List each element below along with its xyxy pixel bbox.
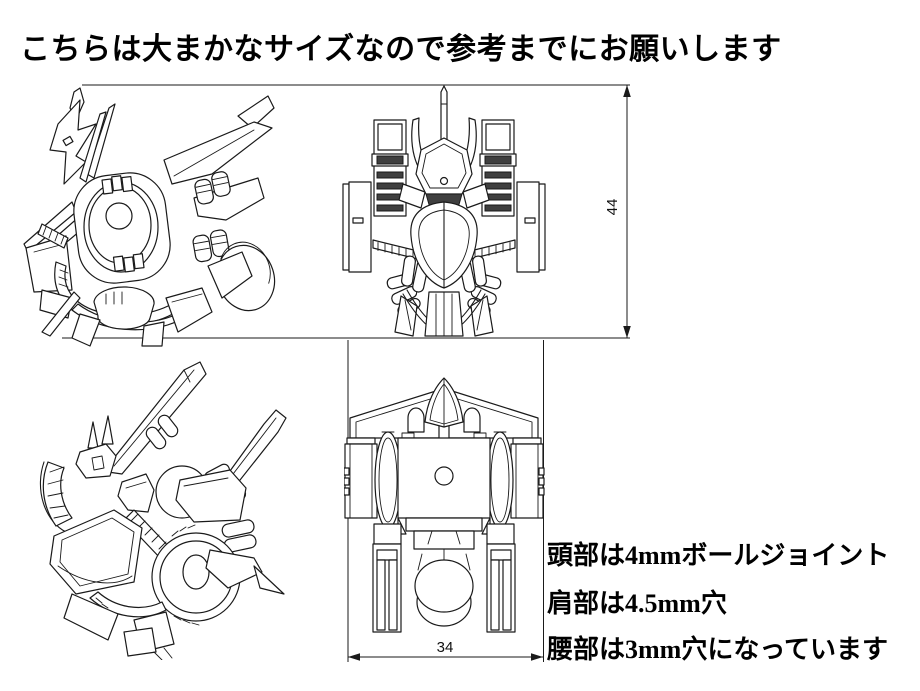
torso-front-view <box>342 85 546 337</box>
note-waist-hole: 腰部は3mm穴になっています <box>547 635 889 664</box>
wing-group <box>163 95 275 221</box>
thruster-pods <box>192 171 231 263</box>
arrow-up-icon <box>623 85 631 97</box>
chest-plate <box>49 509 143 595</box>
cockpit-ring <box>73 172 171 284</box>
bottom-details <box>63 591 175 660</box>
note-shoulder-hole: 肩部は4.5mm穴 <box>547 589 727 618</box>
right-lower-wing <box>205 549 285 595</box>
torso-perspective-bottom-view <box>39 361 287 660</box>
torso-rear-view <box>344 377 545 633</box>
head-crest <box>75 415 117 479</box>
height-dimension-label: 44 <box>604 198 621 216</box>
width-dimension-label: 34 <box>436 639 454 656</box>
center-body <box>402 85 486 337</box>
center-body <box>397 377 491 627</box>
helmet-crest <box>49 87 116 185</box>
note-head-joint: 頭部は4mmボールジョイント <box>547 541 890 570</box>
arrow-down-icon <box>623 326 631 338</box>
rear-cylinder <box>207 241 276 312</box>
lower-body <box>39 286 213 347</box>
torso-perspective-top-view <box>23 87 276 347</box>
left-shoulder-ribs <box>39 461 73 533</box>
sheet-title: こちらは大まかなサイズなので参考までにお願いします <box>20 33 782 66</box>
right-armor-box <box>175 469 257 553</box>
